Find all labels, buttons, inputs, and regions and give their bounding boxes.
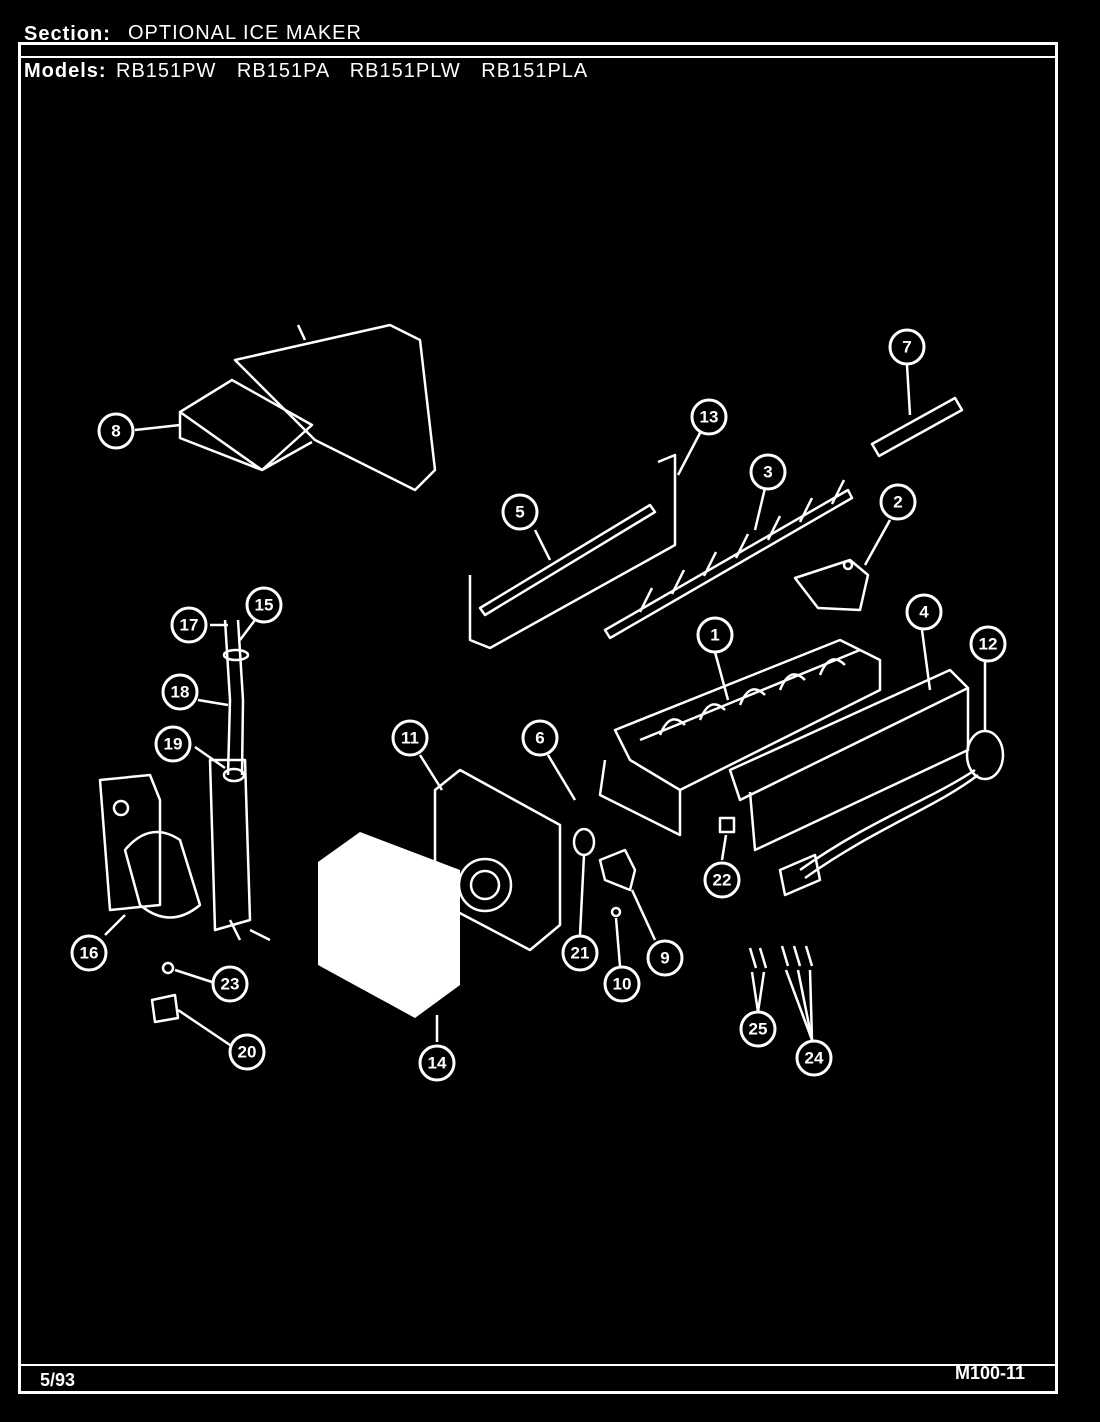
part-water-valve bbox=[98, 758, 271, 942]
callout-3: 3 bbox=[749, 453, 787, 491]
svg-text:13: 13 bbox=[700, 408, 719, 427]
svg-text:21: 21 bbox=[571, 944, 590, 963]
callout-7: 7 bbox=[888, 328, 926, 366]
svg-text:7: 7 bbox=[902, 338, 911, 357]
footer-page-code: M100-11 bbox=[955, 1363, 1026, 1383]
part-bracket bbox=[468, 453, 677, 650]
callout-1: 1 bbox=[696, 616, 734, 654]
callout-5: 5 bbox=[501, 493, 539, 531]
part-small-components bbox=[572, 816, 736, 918]
callout-11: 11 bbox=[391, 719, 429, 757]
part-cover-box bbox=[318, 832, 460, 1018]
callout-18: 18 bbox=[161, 673, 199, 711]
callout-16: 16 bbox=[70, 934, 108, 972]
svg-text:16: 16 bbox=[80, 944, 99, 963]
part-switch bbox=[793, 558, 870, 612]
part-screws bbox=[748, 945, 814, 969]
callout-25: 25 bbox=[739, 1010, 777, 1048]
callout-23: 23 bbox=[211, 965, 249, 1003]
models-label: Models: bbox=[24, 60, 107, 82]
callout-21: 21 bbox=[561, 934, 599, 972]
callout-9: 9 bbox=[646, 939, 684, 977]
callout-6: 6 bbox=[521, 719, 559, 757]
part-mold bbox=[598, 638, 970, 852]
svg-text:1: 1 bbox=[710, 626, 719, 645]
callout-20: 20 bbox=[228, 1033, 266, 1071]
models-list: RB151PW RB151PA RB151PLW RB151PLA bbox=[116, 60, 589, 82]
callout-13: 13 bbox=[690, 398, 728, 436]
svg-text:25: 25 bbox=[749, 1020, 768, 1039]
svg-text:20: 20 bbox=[238, 1043, 257, 1062]
part-harness bbox=[778, 729, 1005, 897]
part-ejector bbox=[603, 479, 854, 640]
svg-text:23: 23 bbox=[221, 975, 240, 994]
callout-19: 19 bbox=[154, 725, 192, 763]
svg-text:5: 5 bbox=[515, 503, 524, 522]
svg-text:11: 11 bbox=[401, 729, 419, 748]
callout-8: 8 bbox=[97, 412, 135, 450]
svg-text:18: 18 bbox=[171, 683, 190, 702]
part-cover bbox=[178, 323, 437, 492]
svg-text:17: 17 bbox=[180, 616, 199, 635]
part-valve-fittings bbox=[150, 961, 180, 1024]
leader-lines bbox=[104, 364, 987, 1047]
callout-4: 4 bbox=[905, 593, 943, 631]
section-title: OPTIONAL ICE MAKER bbox=[128, 22, 362, 44]
svg-text:3: 3 bbox=[763, 463, 772, 482]
svg-text:10: 10 bbox=[613, 975, 632, 994]
callout-24: 24 bbox=[795, 1039, 833, 1077]
svg-text:4: 4 bbox=[919, 603, 929, 622]
footer-date: 5/93 bbox=[40, 1370, 76, 1390]
callout-22: 22 bbox=[703, 861, 741, 899]
svg-text:6: 6 bbox=[535, 729, 544, 748]
svg-text:9: 9 bbox=[660, 949, 669, 968]
svg-text:2: 2 bbox=[893, 493, 902, 512]
callout-15: 15 bbox=[245, 586, 283, 624]
svg-text:22: 22 bbox=[713, 871, 732, 890]
inner-frame bbox=[18, 56, 1058, 1366]
callout-14: 14 bbox=[418, 1044, 456, 1082]
callout-2: 2 bbox=[879, 483, 917, 521]
svg-text:15: 15 bbox=[255, 596, 274, 615]
callout-10: 10 bbox=[603, 965, 641, 1003]
svg-text:12: 12 bbox=[979, 635, 998, 654]
callout-12: 12 bbox=[969, 625, 1007, 663]
callout-17: 17 bbox=[170, 606, 208, 644]
svg-text:8: 8 bbox=[111, 422, 120, 441]
svg-text:24: 24 bbox=[805, 1049, 824, 1068]
part-fill-tube bbox=[222, 619, 250, 783]
section-label: Section: bbox=[24, 23, 111, 45]
svg-text:14: 14 bbox=[428, 1054, 447, 1073]
svg-text:19: 19 bbox=[164, 735, 183, 754]
part-rod bbox=[870, 396, 964, 458]
